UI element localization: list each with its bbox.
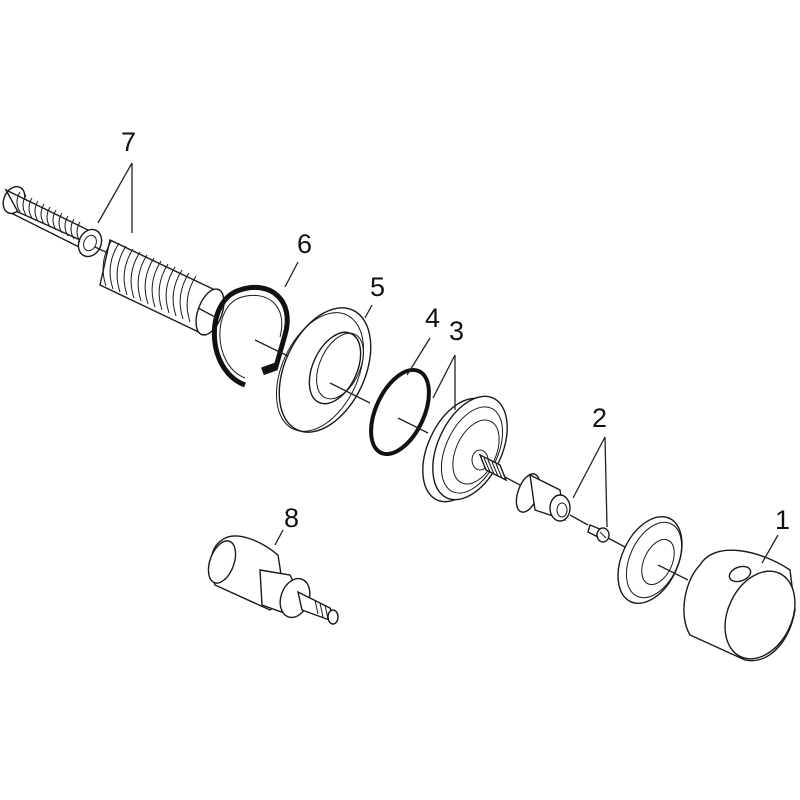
part-2-adapter xyxy=(515,473,571,522)
part-label-4: 4 xyxy=(425,303,441,333)
part-label-3: 3 xyxy=(449,316,465,346)
part-7-large-threaded-sleeve xyxy=(99,238,225,337)
part-6-split-retaining-ring xyxy=(211,284,290,388)
part-label-1: 1 xyxy=(775,505,791,535)
part-1-handle-knob xyxy=(683,549,796,662)
part-7-small-threaded-sleeve xyxy=(2,185,103,258)
part-2-screw xyxy=(587,524,610,543)
leader-lines xyxy=(97,162,779,564)
part-4-o-ring xyxy=(369,367,431,457)
part-label-8: 8 xyxy=(284,503,300,533)
part-1-cover-plate xyxy=(617,515,683,605)
part-label-2: 2 xyxy=(592,403,608,433)
part-3-cartridge xyxy=(422,395,508,503)
part-label-5: 5 xyxy=(370,272,386,302)
part-label-6: 6 xyxy=(297,229,313,259)
part-8-spindle-extension xyxy=(207,535,339,625)
part-label-7: 7 xyxy=(121,127,137,157)
part-5-washer xyxy=(275,307,372,433)
